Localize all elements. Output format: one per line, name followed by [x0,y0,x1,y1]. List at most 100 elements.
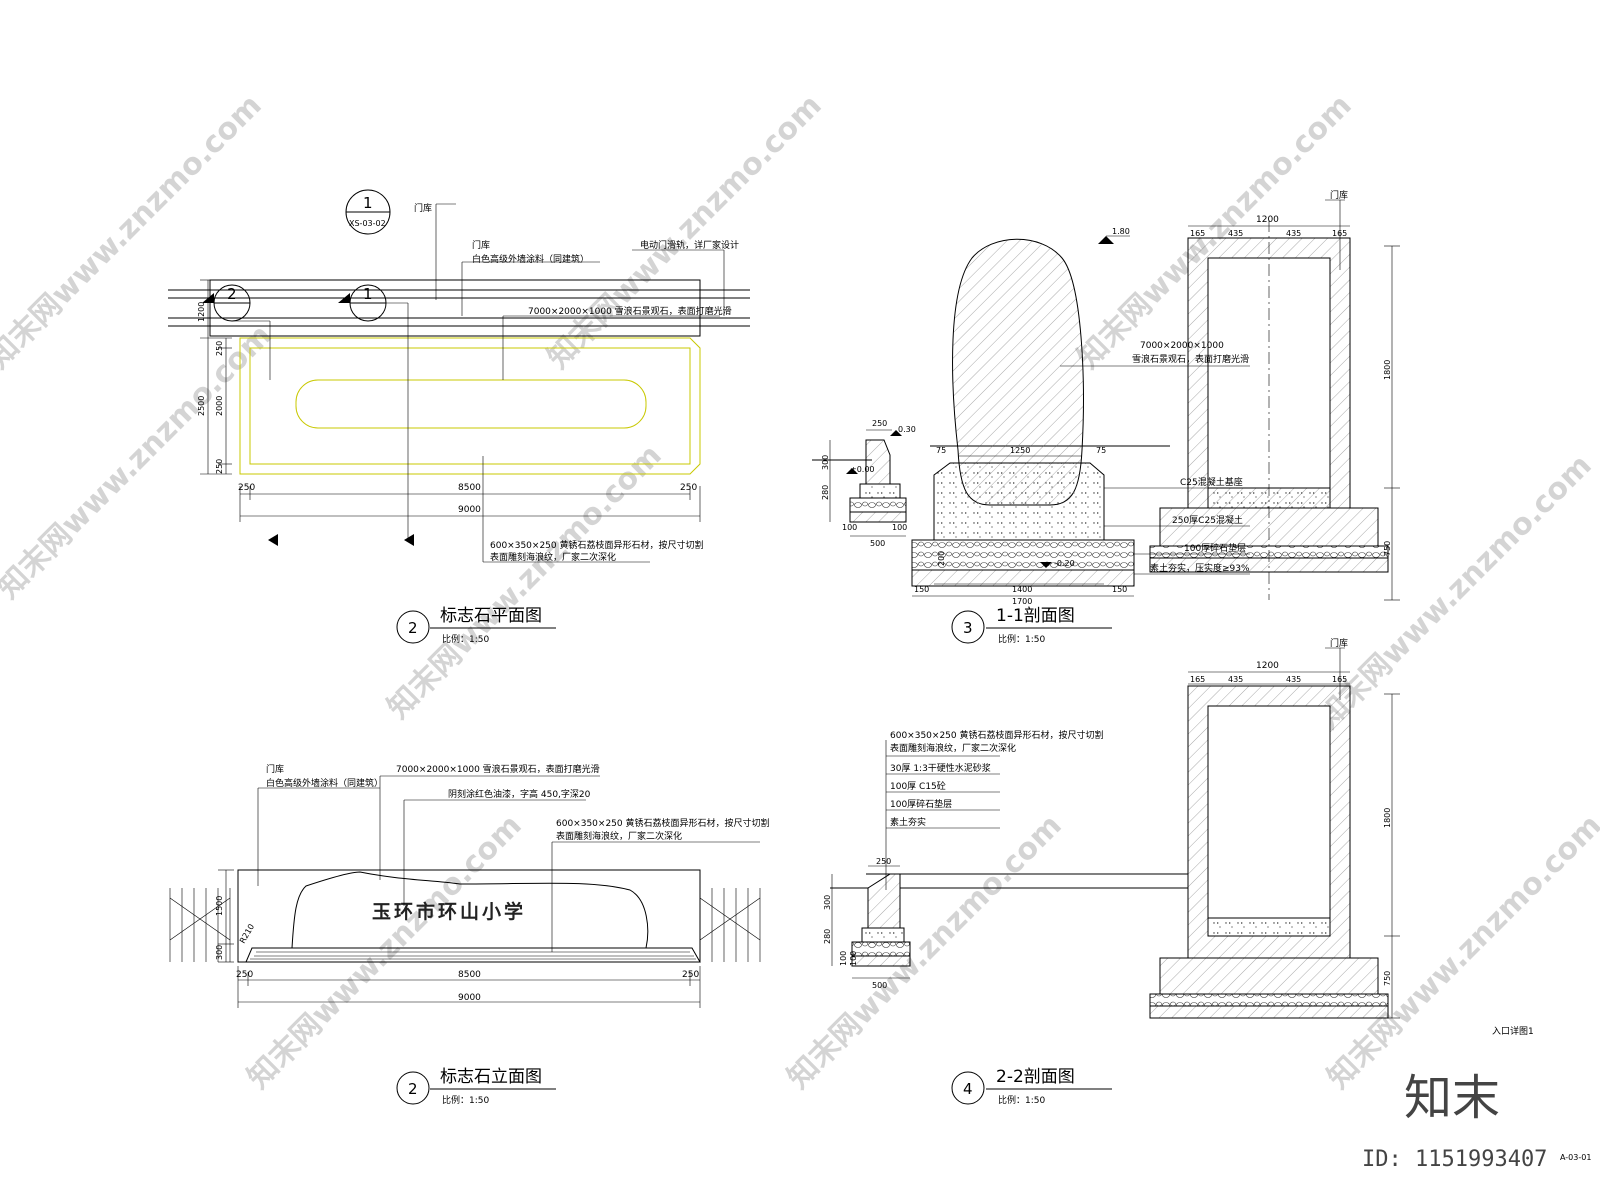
dim-text: 500 [870,539,885,548]
dim-text: 9000 [458,993,481,1003]
dim-text: 750 [1383,971,1392,986]
view-number: 3 [963,619,973,637]
dim-text: 250 [682,970,699,980]
watermark-text: 知末网www.znzmo.com [381,438,669,726]
dim-text: 280 [823,929,832,944]
dim-text: 250 [236,970,253,980]
plan-stone-core [295,379,647,429]
dim-text: 9000 [458,505,481,515]
stone-inscription: 玉环市环山小学 [372,900,526,923]
dim-text: R210 [238,922,256,945]
dim-text: 150 [1112,585,1127,594]
view-number-circle [951,610,985,644]
dim-text: 280 [821,485,830,500]
dim-text: 250 [238,483,255,493]
watermark-text: 知末网www.znzmo.com [781,808,1069,1096]
plan-note-wall-label: 门库 [472,239,490,251]
elev-note-paint: 白色高级外墙涂料（同建筑） [266,777,383,789]
s22-note-layer-4: 素土夯实 [890,816,926,828]
dim-text: 75 [936,446,946,455]
view-title: 2-2剖面图 [996,1067,1075,1087]
plan-note-rail: 电动门滑轨，详厂家设计 [640,239,739,251]
dim-text: 435 [1228,675,1243,684]
view-number: 2 [408,1080,418,1098]
section-mark-number: 1 [363,285,373,303]
s22-note-layer-3: 100厚碎石垫层 [890,798,952,810]
dim-text: 100 [849,951,858,966]
s11-note-gravel: 100厚碎石垫层 [1184,542,1246,554]
level-text: 0.30 [898,425,916,434]
dim-text: 165 [1190,675,1205,684]
section-mark-number: 2 [227,285,237,303]
plan-note-wall-paint: 白色高级外墙涂料（同建筑） [472,253,589,265]
callout-sheet: XS-03-02 [349,219,386,228]
plan-note-gate: 门库 [414,202,432,214]
s11-note-gate: 门库 [1330,189,1348,201]
plan-note-base-1: 600×350×250 黄锈石荔枝面异形石材，按尺寸切割 [490,539,703,551]
dim-text: 1400 [1012,585,1032,594]
elev-note-base-2: 表面雕刻海浪纹，厂家二次深化 [556,830,682,842]
dim-text: 2500 [197,396,206,416]
view-number-circle [396,610,430,644]
elevation-view: 玉环市环山小学 门库 白色高级外墙涂料（同建筑） 7000×2000×1000 … [169,763,769,1106]
elev-note-engrave: 阴刻涂红色油漆，字高 450,字深20 [448,788,591,800]
plan-note-stone: 7000×2000×1000 雪浪石景观石，表面打磨光滑 [528,305,732,317]
watermark-layer: 知末网www.znzmo.com 知末网www.znzmo.com 知末网www… [0,88,1600,1096]
dim-text: 8500 [458,970,481,980]
view-number-circle [396,1071,430,1105]
dim-text: 435 [1286,675,1301,684]
dim-text: 1500 [215,896,224,916]
watermark-text: 知末网www.znzmo.com [541,88,829,376]
dim-text: 300 [821,455,830,470]
dim-text: 435 [1228,229,1243,238]
section-2-2-view: 1200 165 435 435 165 1800 750 门库 600×350… [823,637,1400,1106]
dim-text: 250 [680,483,697,493]
dim-text: 300 [215,945,224,960]
dim-text: 165 [1332,229,1347,238]
sheet-code: A-03-01 [1560,1153,1591,1162]
plan-view: 1 XS-03-02 门库 门库 白色高级外墙涂料（同建筑） 电动门滑轨，详厂家… [168,189,750,645]
dim-text: 300 [823,895,832,910]
dim-text: 1800 [1383,808,1392,828]
dim-text: 150 [914,585,929,594]
view-number: 2 [408,619,418,637]
dim-text: 1800 [1383,360,1392,380]
dim-text: 165 [1332,675,1347,684]
dim-text: 100 [842,523,857,532]
dim-text: 435 [1286,229,1301,238]
watermark-text: 知末网www.znzmo.com [0,88,269,376]
view-scale: 比例：1:50 [442,633,489,645]
level-text: 1.80 [1112,227,1130,236]
s22-note-base-1: 600×350×250 黄锈石荔枝面异形石材，按尺寸切割 [890,729,1103,741]
view-scale: 比例：1:50 [998,633,1045,645]
elev-note-base-1: 600×350×250 黄锈石荔枝面异形石材，按尺寸切割 [556,817,769,829]
dim-text: 2000 [215,396,224,416]
view-number-circle [951,1071,985,1105]
s11-note-c25b: 250厚C25混凝土 [1172,514,1243,526]
dim-text: 1700 [1012,597,1032,606]
s22-note-layer-2: 100厚 C15砼 [890,780,946,792]
dim-text: 500 [872,981,887,990]
view-scale: 比例：1:50 [998,1094,1045,1106]
dim-text: 250 [215,459,224,474]
dim-text: 200 [937,551,946,566]
s11-note-stone-2: 雪浪石景观石，表面打磨光滑 [1132,353,1249,365]
id-label: ID: 1151993407 [1362,1147,1547,1172]
dim-text: 100 [839,951,848,966]
s11-note-stone-1: 7000×2000×1000 [1140,341,1224,351]
section-1-1-view: 1200 165 435 435 165 1800 750 1.80 0.30 … [812,189,1400,645]
watermark-text: 知末网www.znzmo.com [1311,448,1599,736]
brand-logo: 知末 [1404,1070,1500,1126]
s11-note-c25: C25混凝土基座 [1180,476,1243,488]
dim-text: 1200 [1256,215,1279,225]
dim-text: 1250 [1010,446,1030,455]
level-text: -0.20 [1054,559,1075,568]
dim-text: 100 [892,523,907,532]
view-scale: 比例：1:50 [442,1094,489,1106]
watermark-text: 知末网www.znzmo.com [1321,808,1600,1096]
dim-text: 750 [1383,541,1392,556]
sheet-detail-label: 入口详图1 [1492,1025,1534,1037]
dim-text: 75 [1096,446,1106,455]
watermark-text: 知末网www.znzmo.com [0,318,279,606]
